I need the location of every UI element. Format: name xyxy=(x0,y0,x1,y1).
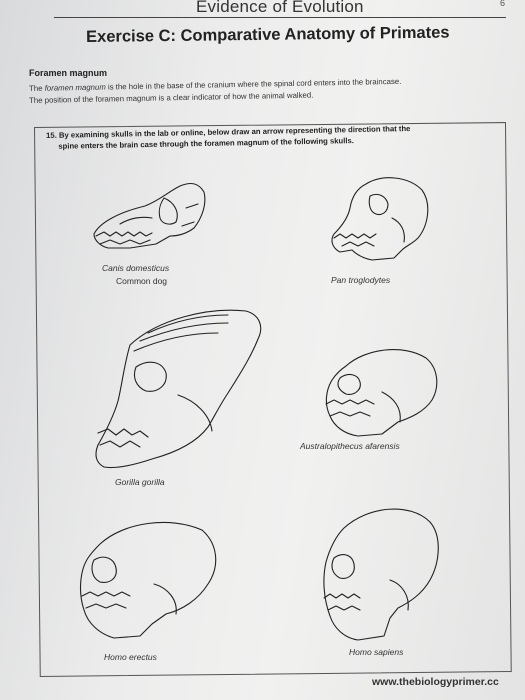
worksheet-header-title: Evidence of Evolution xyxy=(196,0,364,16)
dog-skull-drawing xyxy=(90,178,208,258)
chimp-species-label: Pan troglodytes xyxy=(331,275,391,285)
intro-prefix: The xyxy=(29,83,45,93)
exercise-title: Exercise C: Comparative Anatomy of Prima… xyxy=(86,23,450,46)
section-heading: Foramen magnum xyxy=(29,68,108,78)
homo-sapiens-species-label: Homo sapiens xyxy=(349,647,404,657)
homo-sapiens-skull-drawing xyxy=(314,500,440,648)
gorilla-skull-drawing xyxy=(78,305,266,473)
dog-species-label: Canis domesticus xyxy=(102,263,170,273)
header-divider xyxy=(54,17,506,18)
page-number: 6 xyxy=(500,0,506,8)
australopithecus-species-label: Australopithecus afarensis xyxy=(300,441,400,451)
homo-erectus-skull-drawing xyxy=(74,514,220,642)
homo-erectus-species-label: Homo erectus xyxy=(104,652,157,662)
gorilla-species-label: Gorilla gorilla xyxy=(115,477,165,487)
australopithecus-skull-drawing xyxy=(318,342,442,442)
chimp-skull-drawing xyxy=(322,172,434,272)
footer-website-url[interactable]: www.thebiologyprimer.cc xyxy=(372,676,499,688)
intro-term: foramen magnum xyxy=(44,82,106,93)
dog-common-name-label: Common dog xyxy=(116,276,168,286)
